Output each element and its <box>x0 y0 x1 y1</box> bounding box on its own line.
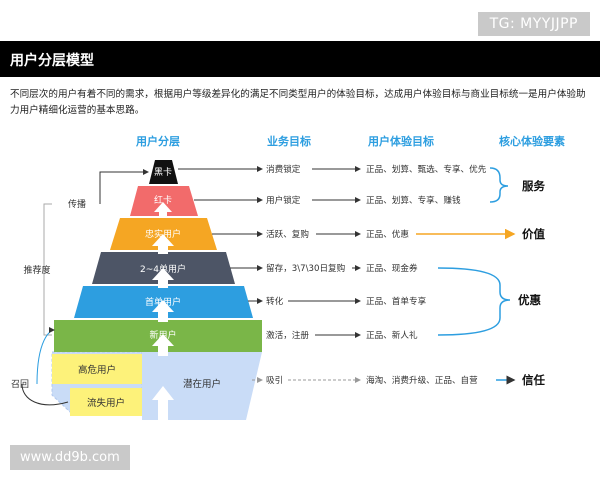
up-arrow-icon <box>152 386 174 422</box>
potential-label: 潜在用户 <box>183 378 221 390</box>
layer-red-card <box>130 186 198 216</box>
layer-label: 红卡 <box>154 194 172 206</box>
recommend-label: 推荐度 <box>23 264 50 276</box>
ux-goal: 正品、划算、甄选、专享、优先 <box>366 163 487 175</box>
business-goal: 消费锁定 <box>266 163 301 175</box>
core-trust: 信任 <box>522 373 545 387</box>
title-bar: 用户分层模型 <box>0 41 600 77</box>
layer-label: 首单用户 <box>145 296 181 308</box>
layer-loyal-user <box>110 218 217 250</box>
spread-label: 传播 <box>68 198 86 210</box>
ux-goal: 正品、新人礼 <box>366 329 418 341</box>
header-core: 核心体验要素 <box>499 134 565 148</box>
up-arrow-icon <box>152 268 174 288</box>
churned-label: 流失用户 <box>87 397 125 409</box>
layer-black-card <box>149 160 178 184</box>
business-goal: 活跃、复购 <box>266 228 309 240</box>
watermark-top: TG: MYYJJPP <box>477 12 590 36</box>
discount-brace <box>437 267 511 336</box>
ux-goal: 正品、优惠 <box>366 228 409 240</box>
business-goal: 吸引 <box>266 375 283 386</box>
business-goal: 留存，3\7\30日复购 <box>266 262 345 274</box>
spread-arrow <box>99 169 149 204</box>
recall-line <box>21 383 69 406</box>
business-goal: 转化 <box>266 295 284 307</box>
core-value: 价值 <box>522 227 545 241</box>
layer-label: 新用户 <box>149 329 176 341</box>
description: 不同层次的用户有着不同的需求，根据用户等级差异化的满足不同类型用户的体验目标，达… <box>10 89 586 116</box>
up-arrow-icon <box>152 334 174 356</box>
watermark-bottom: www.dd9b.com <box>10 445 130 470</box>
layer-repeat-user <box>92 252 235 284</box>
ux-goal: 正品、划算、专享、赚钱 <box>366 194 461 206</box>
up-arrow-icon <box>152 234 174 254</box>
layer-label: 忠实用户 <box>145 228 181 240</box>
business-goal: 激活，注册 <box>266 329 309 341</box>
layer-label: 黑卡 <box>154 166 172 178</box>
ux-goal: 正品、首单专享 <box>366 295 427 307</box>
high-risk-label: 高危用户 <box>78 364 116 376</box>
recall-arrow <box>36 327 55 385</box>
layer-new-user <box>54 320 262 352</box>
recommend-bracket <box>43 203 52 336</box>
page-title: 用户分层模型 <box>10 53 94 69</box>
service-brace <box>489 167 509 203</box>
header-ux: 用户体验目标 <box>368 134 434 148</box>
ux-goal: 正品、现金券 <box>366 262 418 274</box>
churned-box <box>70 388 142 416</box>
header-layer: 用户分层 <box>136 134 180 148</box>
core-service: 服务 <box>522 179 545 193</box>
up-arrow-icon <box>154 202 172 218</box>
ux-goal: 海淘、消费升级、正品、自营 <box>366 374 478 386</box>
recall-label: 召回 <box>11 379 29 390</box>
high-risk-box <box>52 354 142 384</box>
header-business: 业务目标 <box>267 134 311 148</box>
up-arrow-icon <box>152 300 174 322</box>
layer-label: 2~4单用户 <box>140 263 186 275</box>
base-potential-box <box>142 352 262 420</box>
core-discount: 优惠 <box>518 293 541 307</box>
business-goal: 用户锁定 <box>266 194 301 206</box>
